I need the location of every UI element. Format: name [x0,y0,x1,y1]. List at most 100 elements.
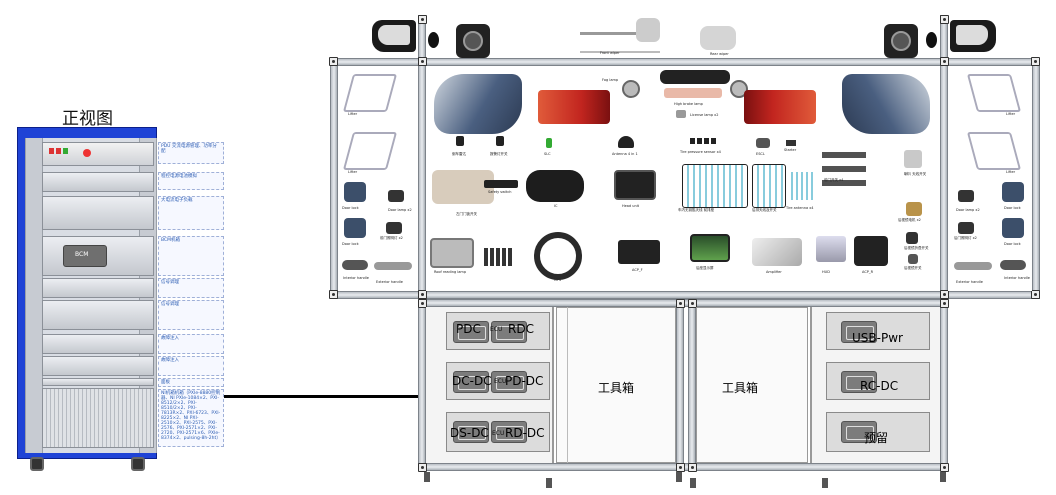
license-lamp-icon [676,110,686,118]
frame-middle-beam [330,291,1040,299]
ecu-usb-pwr-label: USB-Pwr [852,331,903,345]
ecu-rcdc-label: RC-DC [860,379,899,393]
door-lamp-icon [958,190,974,202]
cabinet-label-signal-1: 信号调理 [158,278,224,298]
frame-joint-icon [940,15,949,24]
left-door-lamp-label: Door lamp x2 [388,208,412,212]
switch-set-icon [484,248,512,266]
frame-joint-icon [418,463,427,472]
ecu-box-icon [841,321,877,343]
rear-ac-panel-label: ACP_R [862,270,874,274]
instrument-cluster-label: IC [554,204,558,208]
hud-icon [816,236,846,262]
tire-antenna-label: Tire antenna x4 [786,206,814,210]
frame-joint-icon [418,299,427,308]
fog-lamp-icon [730,80,748,98]
bcm-chassis: BCM [42,236,154,276]
left-lifter-1-label: Lifter [348,112,358,116]
frame-left-post [330,58,338,299]
window-lifter-icon [966,74,1022,112]
right-tail-lamp-icon [744,90,816,124]
frame-joint-icon [676,299,685,308]
door-lamp-icon [386,222,402,234]
right-mirror-icon [950,20,996,52]
mirror-motor-icon [906,202,922,216]
ecu-small-label: ECU [492,430,505,437]
left-speaker-icon [456,24,490,58]
parking-sensor-icon [456,136,464,146]
right-door-lock-label: Door lock [1004,206,1021,210]
cabinet-title: 正视图 [62,109,113,129]
ecu-box-icon [491,321,527,343]
ecu-small-label: ECU [494,378,507,385]
amplifier-icon [752,238,802,266]
right-toolbox[interactable] [696,307,808,463]
front-wiper-label: Front wiper [600,51,620,55]
tire-pressure-sensor-icon [690,138,716,144]
rearview-mirror-icon [660,70,730,84]
ecu-box-icon [841,371,877,393]
door-switch-group-icon [822,152,866,194]
caster-foot-icon [822,478,828,488]
frame-right-post [1032,58,1040,299]
ecu-rdc-label: RDC [508,322,534,336]
rear-display-icon [690,234,730,262]
slc-label: SLC [544,152,551,156]
interior-handle-icon [1000,260,1026,270]
caster-foot-icon [676,472,682,482]
mirror-fold-switch-label: 后视镜折叠开关 [904,246,929,250]
ecu-drawer-6 [826,412,930,452]
ecu-box-icon [491,371,527,393]
horn-icon [904,150,922,168]
front-wiper-icon [580,32,660,53]
caster-foot-icon [424,472,430,482]
left-lifter-2-label: Lifter [348,170,358,174]
pdu-switch-icon [63,148,68,154]
safety-switch-icon [484,180,518,188]
frame-joint-icon [940,299,949,308]
fog-lamp-icon [622,80,640,98]
cabinet-label-fault-1: 故障注入 [158,334,224,354]
high-brake-lamp-icon [664,88,722,98]
signal-conditioning-unit-2 [42,300,154,330]
electronic-load-unit [42,196,154,230]
right-speaker-icon [884,24,918,58]
fault-injection-unit-2 [42,356,154,376]
frame-joint-icon [1031,57,1040,66]
antenna-module-icon [618,136,634,148]
exterior-handle-icon [954,262,992,270]
ecu-box-icon [841,421,877,443]
ecu-dsdc-label: DS-DC [450,426,489,440]
cabinet-label-ni: NI机箱机箱（PXIe-8880控制器、NI PXIe-1084×2、PXI-8… [158,389,224,447]
mirror-switch-label: 后视镜开关 [904,266,922,270]
frame-joint-icon [1031,290,1040,299]
pdu-switch-icon [56,148,61,154]
frame-top-beam [330,58,1040,66]
frame-joint-icon [940,57,949,66]
left-interior-handle-label: Interior handle [343,276,369,280]
high-brake-lamp-label: High brake lamp [674,102,703,106]
panel-unit [42,378,154,386]
pdu-switch-icon [49,148,54,154]
rear-antenna-group-icon [752,164,786,208]
left-mirror-icon [372,20,416,52]
door-lock-icon [1002,182,1024,202]
cabinet-label-panel: 面板 [158,378,224,387]
caster-foot-icon [690,478,696,488]
overhead-console-icon [432,170,494,204]
left-toolbox[interactable] [556,307,676,463]
keyless-antenna-label: 车内无钥匙天线 前排座 [678,208,715,212]
door-lamp-icon [958,222,974,234]
lower-left-post [418,299,426,469]
frame-joint-icon [940,463,949,472]
steering-wheel-icon [534,232,582,280]
right-door-panel: Lifter Lifter Door lamp x2 Door lock 后门照… [948,66,1032,291]
antenna-icon [428,32,439,48]
lower-right-post [940,299,948,469]
rear-wiper-label: Rear wiper [710,52,729,56]
exterior-handle-icon [374,262,412,270]
window-lifter-icon [342,132,398,170]
left-exterior-handle-label: Exterior handle [376,280,403,284]
tire-pressure-sensor-label: Tire pressure sensor x4 [680,150,721,154]
ecu-drawer-2 [446,362,550,400]
